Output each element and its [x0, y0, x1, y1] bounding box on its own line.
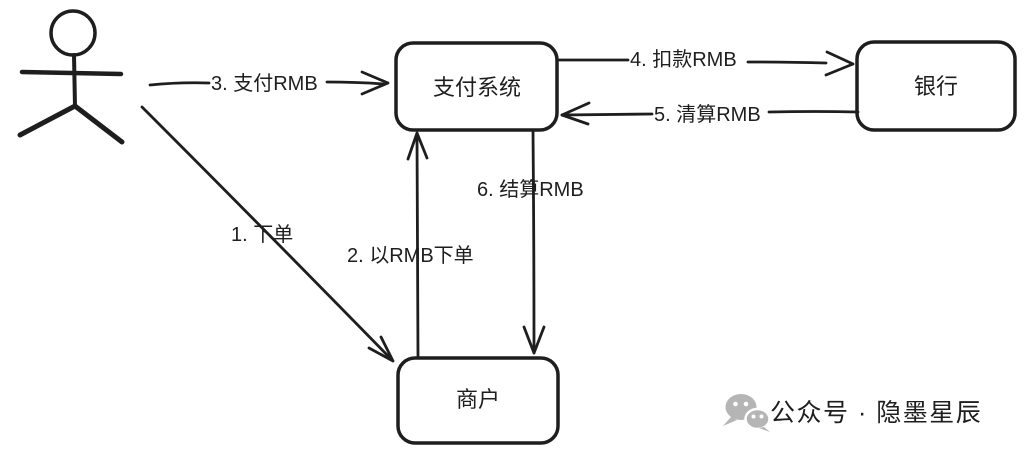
- bank-node: 银行: [855, 40, 1017, 132]
- stick-figure-head: [49, 9, 97, 57]
- wechat-small-bubble-tail: [759, 427, 770, 432]
- payment-system-node: 支付系统: [394, 41, 559, 132]
- watermark-text: 公众号 · 隐墨星辰: [770, 399, 982, 427]
- arrow-line: [556, 58, 828, 65]
- user-actor: [17, 9, 125, 145]
- edge-label-pay-rmb: 3. 支付RMB: [211, 72, 318, 95]
- arrowhead: [360, 70, 390, 96]
- arrowhead: [522, 325, 546, 355]
- edge-label-settle-rmb: 6. 结算RMB: [477, 178, 584, 201]
- arrow-order: [140, 105, 395, 363]
- arrow-order-rmb: [406, 131, 429, 359]
- edge-label-order-rmb: 2. 以RMB下单: [347, 244, 474, 267]
- arrow-settle-rmb: [522, 129, 546, 355]
- stick-figure-arms: [19, 69, 124, 77]
- arrowhead: [367, 335, 395, 363]
- payment-system-label: 支付系统: [433, 75, 521, 100]
- wechat-big-bubble-eye: [743, 401, 749, 407]
- arrow-line: [415, 134, 420, 359]
- merchant-box: [396, 356, 560, 445]
- wechat-small-bubble-eye: [751, 414, 756, 419]
- wechat-big-bubble-tail: [723, 417, 737, 426]
- arrow-pay-rmb: [148, 70, 390, 96]
- watermark: 公众号 · 隐墨星辰: [723, 394, 982, 432]
- edge-label-order: 1. 下单: [231, 223, 293, 246]
- edge-label-clearing-rmb: 5. 清算RMB: [654, 103, 761, 126]
- stick-figure-right-leg: [72, 103, 125, 145]
- arrow-clearing-rmb: [560, 101, 860, 126]
- wechat-small-bubble: [744, 407, 771, 431]
- merchant-label: 商户: [456, 387, 500, 412]
- wechat-big-bubble-eye: [733, 401, 738, 407]
- arrow-line: [560, 110, 860, 117]
- arrowhead: [824, 50, 855, 77]
- stick-figure-left-leg: [17, 103, 78, 138]
- bank-label: 银行: [914, 74, 958, 99]
- arrowhead: [406, 131, 429, 161]
- edge-label-deduct-rmb: 4. 扣款RMB: [630, 48, 737, 71]
- payment-system-box: [394, 41, 559, 132]
- bank-box: [855, 40, 1017, 132]
- wechat-icon: [723, 394, 771, 432]
- arrow-line: [531, 129, 536, 352]
- arrow-line: [148, 80, 386, 87]
- wechat-small-bubble-eye: [759, 414, 764, 419]
- arrow-line: [140, 105, 393, 361]
- arrowhead: [560, 101, 591, 126]
- arrow-deduct-rmb: [556, 50, 855, 77]
- merchant-node: 商户: [396, 356, 560, 445]
- stick-figure-body: [72, 53, 77, 109]
